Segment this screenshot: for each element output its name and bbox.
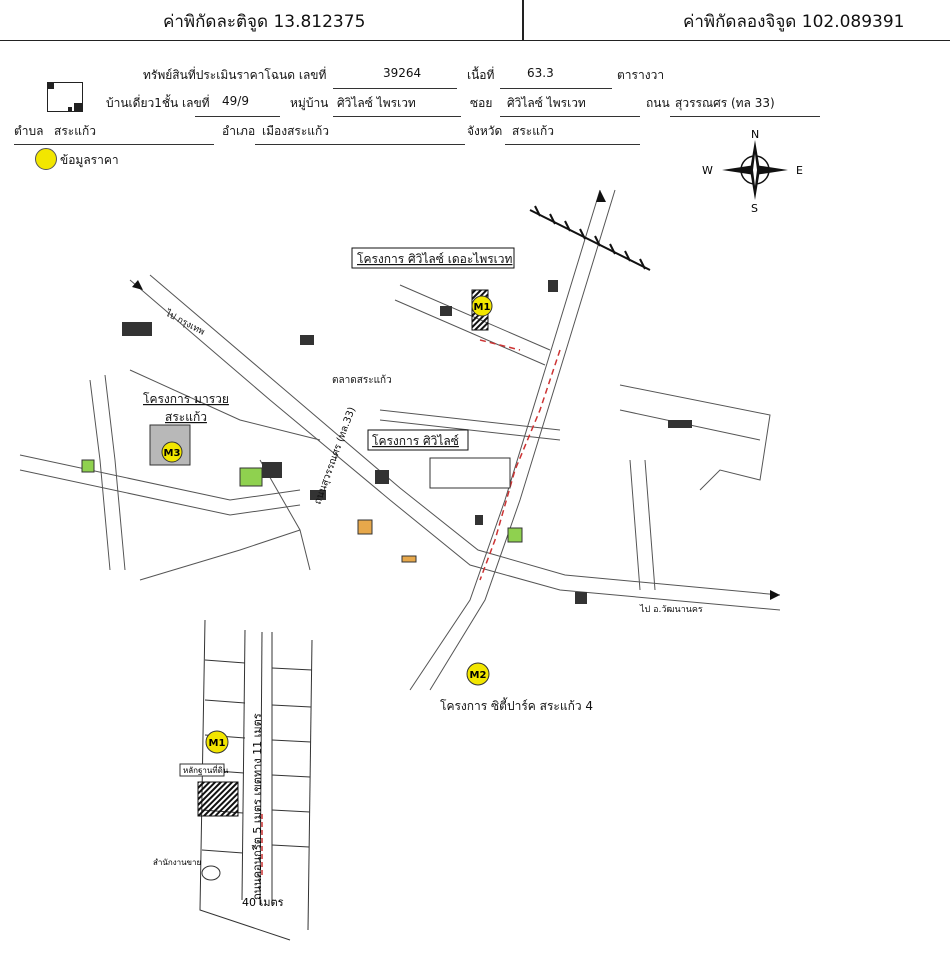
marker-m3: M3 xyxy=(164,448,181,459)
house-underline xyxy=(195,116,280,117)
latitude-text: ค่าพิกัดละติจูด 13.812375 xyxy=(163,12,366,32)
soi-label: ซอย xyxy=(470,96,493,110)
longitude-text: ค่าพิกัดลองจิจูด 102.089391 xyxy=(683,12,905,32)
main-road-label: ถนนสุวรรณศร (ทล.33) xyxy=(312,406,358,506)
area-unit: ตารางวา xyxy=(617,68,665,82)
road-value: สุวรรณศร (ทล 33) xyxy=(675,96,775,110)
market-label: ตลาดสระแก้ว xyxy=(332,374,392,386)
deed-underline xyxy=(333,88,457,89)
amphoe-value: เมืองสระแก้ว xyxy=(262,124,330,138)
project-maruay-label: โครงการ มารวย xyxy=(143,392,229,406)
inset-map: หลักฐานที่ดิน M1 ถนนคอนกรีต 5 เมตร เขตทา… xyxy=(153,619,313,941)
province-underline xyxy=(505,144,640,145)
house-icon xyxy=(47,82,83,112)
house-number: 49/9 xyxy=(222,94,249,108)
header-divider xyxy=(522,0,524,40)
legend-swatch xyxy=(35,148,57,170)
tambon-label: ตำบล xyxy=(14,124,44,138)
marker-m1: M1 xyxy=(474,302,491,313)
legend-label: ข้อมูลราคา xyxy=(60,153,119,167)
village-underline xyxy=(333,116,461,117)
deed-number: 39264 xyxy=(383,66,422,80)
inset-distance-label: 40 เมตร xyxy=(242,896,284,909)
location-map: โครงการ ศิวิไลซ์ เดอะไพรเวท โครงการ ศิวิ… xyxy=(19,189,781,941)
project-maruay-city: สระแก้ว xyxy=(165,410,207,424)
soi-value: ศิวิไลซ์ ไพรเวท xyxy=(507,96,586,110)
marker-m2: M2 xyxy=(470,670,487,681)
inset-marker-m1: M1 xyxy=(209,738,226,749)
deed-label: ทรัพย์สินที่ประเมินราคาโฉนด เลขที่ xyxy=(143,68,327,82)
road-underline xyxy=(670,116,820,117)
inset-subject-label: หลักฐานที่ดิน xyxy=(183,764,229,775)
inset-office-label: สำนักงานขาย xyxy=(153,858,201,867)
coordinate-header: ค่าพิกัดละติจูด 13.812375 ค่าพิกัดลองจิจ… xyxy=(0,0,950,41)
house-label: บ้านเดี่ยว1ชั้น เลขที่ xyxy=(106,96,210,110)
project-main-label: โครงการ ศิวิไลซ์ เดอะไพรเวท xyxy=(357,252,513,266)
project-siwilai-label: โครงการ ศิวิไลซ์ xyxy=(372,434,459,448)
village-value: ศิวิไลซ์ ไพรเวท xyxy=(337,96,416,110)
tambon-value: สระแก้ว xyxy=(54,124,96,138)
tambon-underline xyxy=(14,144,214,145)
amphoe-label: อำเภอ xyxy=(222,124,256,138)
project-citypark-label: โครงการ ซิตี้ปาร์ค สระแก้ว 4 xyxy=(440,697,593,713)
village-label: หมู่บ้าน xyxy=(290,96,329,110)
compass-s: S xyxy=(751,202,758,215)
area-underline xyxy=(500,88,612,89)
soi-underline xyxy=(500,116,640,117)
to-west-label: ไป กรุงเทพ xyxy=(163,307,207,337)
area-value: 63.3 xyxy=(527,66,554,80)
compass-n: N xyxy=(751,128,759,141)
compass-e: E xyxy=(796,164,803,177)
amphoe-underline xyxy=(255,144,465,145)
road-label: ถนน xyxy=(646,96,670,110)
area-label: เนื้อที่ xyxy=(467,68,495,82)
compass-rose-icon: N S E W xyxy=(702,128,803,215)
compass-w: W xyxy=(702,164,713,177)
inset-road-label: ถนนคอนกรีต 5 เมตร เขตทาง 11 เมตร xyxy=(251,713,264,900)
province-label: จังหวัด xyxy=(467,124,503,138)
to-east-label: ไป อ.วัฒนานคร xyxy=(639,604,703,615)
province-value: สระแก้ว xyxy=(512,124,554,138)
